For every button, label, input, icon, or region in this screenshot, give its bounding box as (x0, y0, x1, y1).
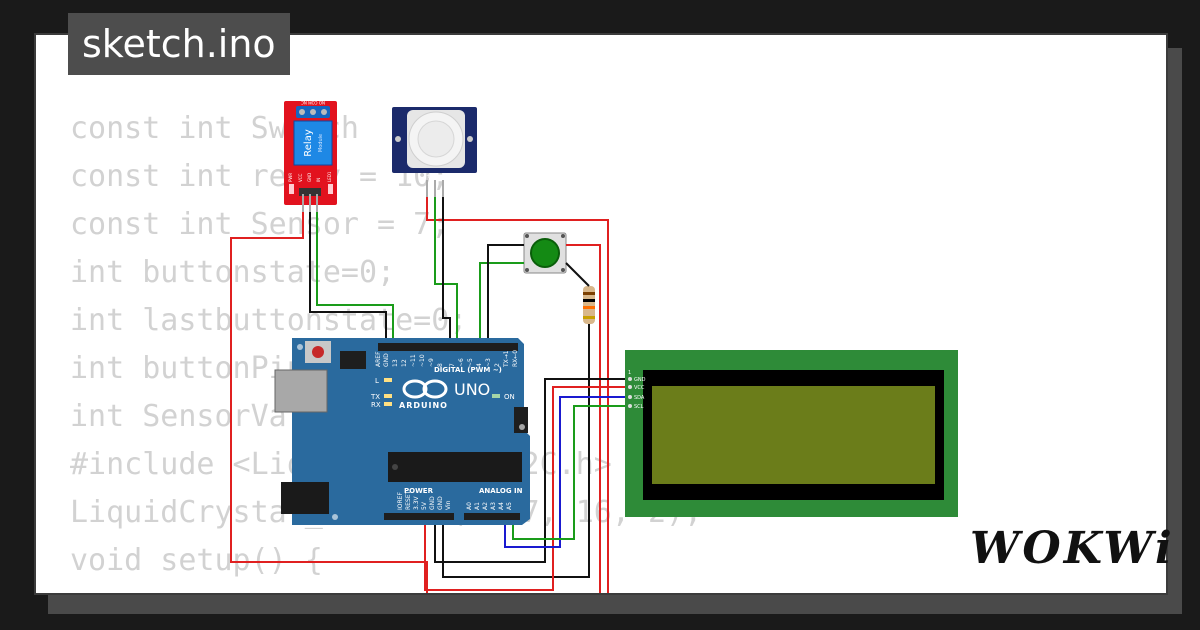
pin-vin: Vin (445, 500, 452, 510)
lcd-pin-vcc: VCC (634, 385, 645, 391)
relay-title: Relay (303, 129, 314, 157)
arduino-brand: ARDUINO (399, 401, 448, 410)
pin-5v: 5V (421, 501, 428, 510)
pin-a0: A0 (466, 502, 473, 510)
lcd-pin-sda: SDA (634, 395, 645, 401)
led-label-l: L (375, 377, 379, 385)
resistor (583, 286, 595, 324)
wokwi-logo: WOKWi (970, 523, 1175, 574)
pin-ioref: IOREF (397, 492, 404, 510)
arduino-uno-board[interactable]: AREF GND 13 12 ~11 ~10 ~9 8 7 ~6 ~5 4 ~3… (274, 338, 530, 525)
pin-12: 12 (401, 359, 408, 367)
analog-label: ANALOG IN (479, 487, 523, 495)
pin-11: ~11 (410, 354, 417, 367)
code-line: void setup() { (70, 543, 323, 578)
relay-pin-vcc: VCC (298, 173, 303, 182)
pir-sensor[interactable]: + D - (392, 107, 477, 198)
led-label-tx: TX (370, 393, 380, 401)
pin-a5: A5 (506, 502, 513, 510)
pin-1: TX→1 (503, 350, 510, 368)
on-label: ON (504, 393, 515, 401)
arduino-logo (402, 379, 448, 399)
pin-6: ~6 (458, 358, 465, 367)
wires (230, 197, 630, 593)
pin-7: 7 (449, 363, 456, 367)
push-button[interactable] (523, 232, 567, 274)
relay-pin-in: IN (316, 178, 321, 182)
pin-8: 8 (437, 363, 444, 367)
digital-label: DIGITAL (PWM ~) (434, 366, 502, 374)
circuit-diagram: NO COM NC Relay Module PWR VCC GND IN LE… (230, 100, 958, 593)
pin-13: 13 (392, 359, 399, 367)
pin-a4: A4 (498, 502, 505, 510)
pin-aref: AREF (375, 351, 382, 367)
pin-0: RX←0 (512, 350, 519, 367)
code-line: int SensorVal (70, 399, 305, 434)
pin-gnd-2: GND (437, 496, 444, 510)
pin-3v3: 3.3V (413, 495, 420, 510)
power-label: POWER (404, 487, 434, 495)
lcd-pin-gnd: GND (634, 377, 646, 383)
lcd-display[interactable]: 1 GND VCC SDA SCL (625, 350, 958, 517)
relay-terminal-labels: NO COM NC (301, 100, 325, 105)
pin-9: ~9 (428, 358, 435, 367)
arduino-model: UNO (454, 380, 490, 399)
pir-pin-labels: + D - (426, 173, 442, 180)
pin-2: 2 (494, 363, 501, 367)
lcd-pin-scl: SCL (634, 404, 644, 410)
code-line: int buttonstate=0; (70, 255, 396, 290)
led-label-rx: RX (371, 401, 381, 409)
pin-4: 4 (476, 363, 483, 367)
pin-a3: A3 (490, 502, 497, 510)
pin-gnd-1: GND (429, 496, 436, 510)
file-name-tab[interactable]: sketch.ino (68, 13, 290, 75)
relay-pin-pwr: PWR (288, 173, 293, 182)
pin-3: ~3 (485, 358, 492, 367)
relay-pin-gnd: GND (307, 173, 312, 182)
pin-a2: A2 (482, 502, 489, 510)
relay-pin-led: LED1 (327, 171, 332, 182)
code-line: int lastbuttonstate=0; (70, 303, 468, 338)
relay-module[interactable]: NO COM NC Relay Module PWR VCC GND IN LE… (284, 100, 337, 214)
lcd-pin-one: 1 (628, 370, 631, 376)
relay-subtitle: Module (318, 134, 324, 152)
pin-5: ~5 (467, 358, 474, 367)
pin-a1: A1 (474, 502, 481, 510)
pin-10: ~10 (419, 354, 426, 367)
pin-reset: RESET (405, 490, 412, 510)
pin-gnd: GND (383, 353, 390, 367)
